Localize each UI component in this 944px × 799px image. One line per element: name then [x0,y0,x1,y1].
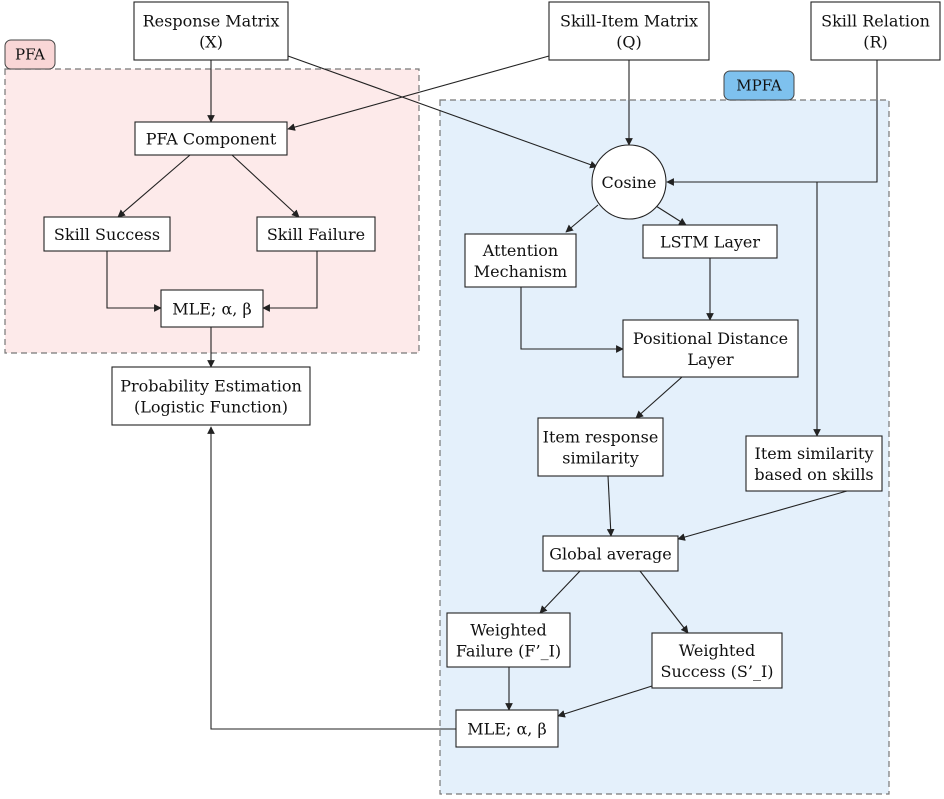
node-mle-mpfa-label-1: MLE; α, β [467,720,546,739]
node-skill-relation-label-2: (R) [863,33,888,52]
edge-skill-success-to-mle [106,251,162,312]
edge-attention-to-positional-distance [520,287,624,353]
edge-skill-failure-to-mle [262,251,318,312]
node-skill-item-matrix: Skill-Item Matrix (Q) [548,1,710,61]
node-weighted-failure-label-1: Weighted [470,621,546,640]
node-item-response-similarity-label-1: Item response [543,428,659,447]
pfa-region-tag [4,39,56,70]
node-weighted-success-label-1: Weighted [679,641,755,660]
node-skill-relation-shape [810,1,941,61]
node-response-matrix: Response Matrix (X) [133,1,289,61]
node-cosine-shape [591,144,667,220]
node-lstm-layer: LSTM Layer [642,224,778,259]
node-item-response-similarity-shape [537,417,664,477]
edge-response-to-cosine [287,55,598,169]
node-mle-pfa-shape [160,289,264,328]
node-skill-item-matrix-label-2: (Q) [616,33,642,52]
node-attention-mechanism-shape [464,233,577,288]
node-skill-failure-shape [256,216,376,252]
node-global-average: Global average [542,535,679,572]
node-skill-item-matrix-label-1: Skill-Item Matrix [560,12,698,31]
node-attention-mechanism-label-2: Mechanism [474,262,567,281]
node-mle-mpfa: MLE; α, β [455,709,559,748]
edge-positional-distance-to-item-response [635,376,683,419]
node-response-matrix-shape [133,1,289,61]
node-skill-success-shape [43,216,171,252]
edge-pfa-component-to-skill-success [117,154,191,218]
node-item-response-similarity: Item response similarity [537,417,664,477]
edge-global-average-to-weighted-failure [539,570,581,614]
edge-item-response-to-global-average [606,475,615,537]
edge-skill-item-to-pfa-component [287,55,550,131]
node-weighted-success-shape [651,632,783,689]
pfa-region-label: PFA [15,46,45,64]
node-positional-distance-layer-label-1: Positional Distance [633,329,788,348]
node-response-matrix-label-1: Response Matrix [143,12,280,31]
node-mle-pfa: MLE; α, β [160,289,264,328]
edge-item-similarity-to-global-average [677,490,848,541]
node-probability-estimation-label-1: Probability Estimation [120,377,302,396]
node-probability-estimation: Probability Estimation (Logistic Function… [111,366,311,426]
mpfa-region-tag [723,70,795,101]
node-item-similarity-skills-label-2: based on skills [754,465,873,484]
edge-pfa-component-to-skill-failure [231,154,300,218]
node-item-similarity-skills: Item similarity based on skills [745,435,883,492]
node-probability-estimation-label-2: (Logistic Function) [134,398,288,417]
node-item-response-similarity-label-2: similarity [562,449,639,468]
node-pfa-component-label-1: PFA Component [146,130,277,149]
edge-mle-mpfa-to-probability-estimation [207,426,456,730]
edge-skill-relation-to-cosine [666,60,878,186]
node-skill-success-label-1: Skill Success [54,225,160,244]
node-weighted-failure-label-2: Failure (F’_I) [456,642,561,661]
node-skill-relation-label-1: Skill Relation [821,12,930,31]
node-mle-pfa-label-1: MLE; α, β [172,300,251,319]
node-item-similarity-skills-shape [745,435,883,492]
node-skill-relation: Skill Relation (R) [810,1,941,61]
node-pfa-component: PFA Component [134,121,288,156]
node-skill-failure-label-1: Skill Failure [267,225,365,244]
node-positional-distance-layer-label-2: Layer [687,350,734,369]
edge-global-average-to-weighted-success [639,570,689,634]
node-weighted-failure-shape [446,612,571,668]
node-global-average-shape [542,535,679,572]
node-lstm-layer-shape [642,224,778,259]
mpfa-region-label: MPFA [736,77,782,95]
node-global-average-label-1: Global average [549,545,671,564]
node-positional-distance-layer-shape [622,319,799,378]
node-lstm-layer-label-1: LSTM Layer [660,233,760,252]
node-item-similarity-skills-label-1: Item similarity [755,444,874,463]
node-attention-mechanism-label-1: Attention [482,241,558,260]
node-mle-mpfa-shape [455,709,559,748]
node-pfa-component-shape [134,121,288,156]
edge-weighted-success-to-mle [557,685,653,718]
node-skill-item-matrix-shape [548,1,710,61]
node-response-matrix-label-2: (X) [199,33,223,52]
edge-cosine-to-lstm [655,205,687,226]
node-cosine-label-1: Cosine [602,173,657,192]
node-skill-success: Skill Success [43,216,171,252]
node-probability-estimation-shape [111,366,311,426]
node-skill-failure: Skill Failure [256,216,376,252]
node-cosine: Cosine [591,144,667,220]
node-weighted-success-label-2: Success (S’_I) [660,662,773,681]
edge-cosine-to-attention [565,204,599,233]
